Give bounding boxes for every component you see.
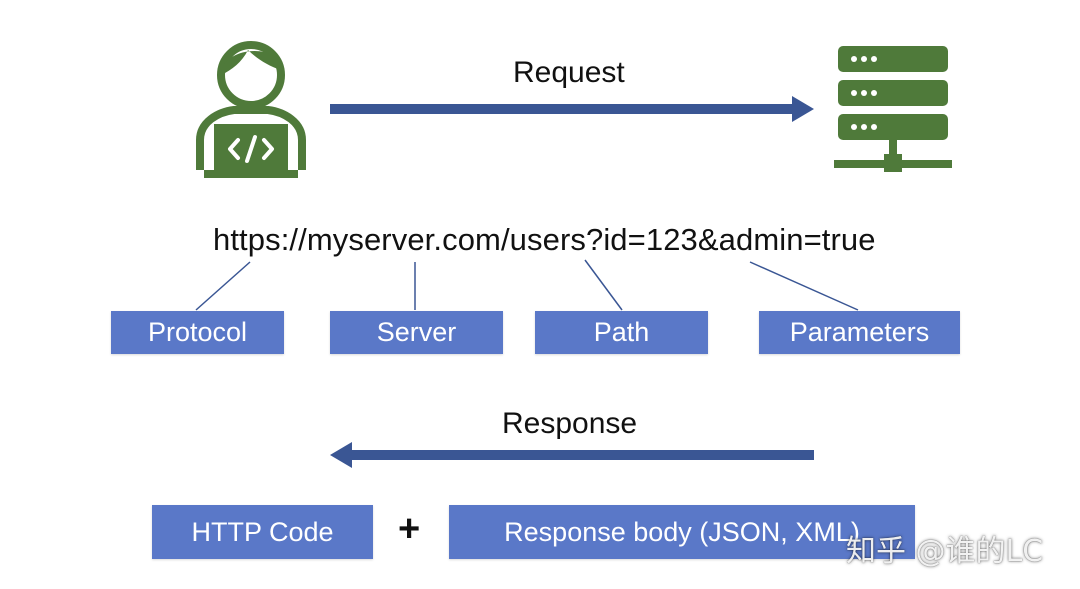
response-arrow (330, 442, 814, 468)
watermark-text: 知乎 @谁的LC (846, 534, 1044, 569)
server-label: Server (376, 317, 457, 347)
protocol-connector (195, 261, 251, 311)
protocol-label: Protocol (147, 317, 248, 347)
server-box: Server (330, 311, 503, 354)
parameters-label: Parameters (789, 317, 930, 347)
url-text: https://myserver.com/users?id=123&admin=… (213, 222, 876, 257)
protocol-box: Protocol (111, 311, 284, 354)
request-arrow (330, 96, 814, 122)
developer-laptop-icon (196, 41, 306, 178)
parameters-connector (749, 261, 859, 311)
path-connector (584, 259, 623, 311)
plus-sign: + (398, 508, 421, 550)
path-label: Path (593, 317, 650, 347)
response-label: Response (502, 407, 638, 440)
response-body-box: Response body (JSON, XML) (449, 505, 915, 559)
path-box: Path (535, 311, 708, 354)
request-label: Request (513, 56, 625, 89)
response-body-label: Response body (JSON, XML) (504, 516, 860, 547)
parameters-box: Parameters (759, 311, 960, 354)
http-code-label: HTTP Code (191, 516, 334, 547)
http-code-box: HTTP Code (152, 505, 373, 559)
server-rack-icon (834, 46, 952, 172)
